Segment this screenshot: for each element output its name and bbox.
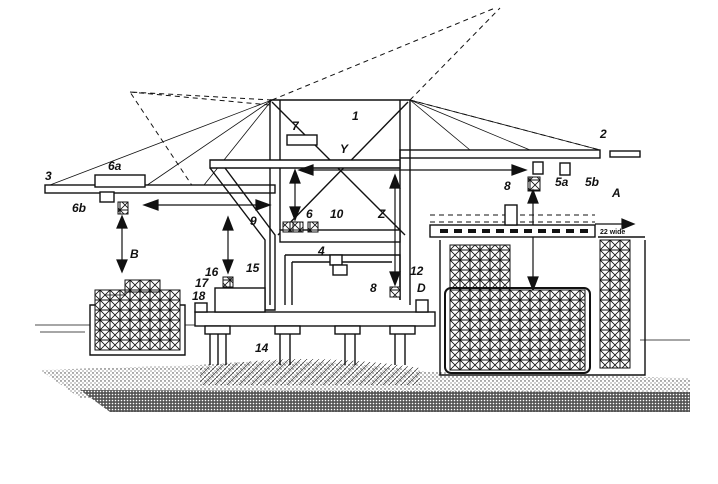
spreader-5a (532, 161, 544, 175)
label-10: 10 (330, 207, 344, 221)
label-17: 17 (195, 276, 210, 290)
label-15: 15 (246, 261, 260, 275)
label-8-top: 8 (504, 179, 511, 193)
container-16 (222, 276, 234, 288)
label-6: 6 (306, 207, 313, 221)
cab-7 (286, 134, 318, 146)
platform-15 (214, 287, 266, 313)
label-14: 14 (255, 341, 269, 355)
stay-cables (49, 99, 601, 191)
ship-A (429, 204, 646, 376)
motion-arrows (116, 164, 636, 292)
label-7: 7 (292, 119, 300, 133)
waterside-boom-2 (399, 149, 601, 159)
landside-boom-3 (44, 184, 276, 194)
barge-B (89, 279, 186, 356)
d-device (415, 299, 429, 313)
label-18: 18 (192, 289, 206, 303)
box-18 (194, 302, 208, 313)
label-Y: Y (340, 142, 349, 156)
water-line (35, 324, 690, 341)
container-8-lower (389, 286, 401, 298)
containers-6 (282, 221, 319, 233)
label-5b: 5b (585, 175, 599, 189)
fill-mound (200, 359, 420, 385)
label-8-lower: 8 (370, 281, 377, 295)
label-D: D (417, 281, 426, 295)
label-A: A (611, 186, 621, 200)
label-3: 3 (45, 169, 52, 183)
label-2: 2 (599, 127, 607, 141)
label-5a: 5a (555, 175, 569, 189)
label-6b: 6b (72, 201, 86, 215)
label-16: 16 (205, 265, 219, 279)
label-B: B (130, 247, 139, 261)
ship-width-note: 22 wide (600, 229, 625, 236)
label-1: 1 (352, 109, 359, 123)
label-6a: 6a (108, 159, 122, 173)
spreader-6a (94, 174, 146, 203)
crane-frame-1 (209, 99, 411, 311)
container-6b (117, 201, 129, 215)
bedrock (80, 390, 690, 412)
gantry-4 (284, 254, 401, 305)
reference-labels: 1 2 3 4 5a 5b 6 6a 6b 7 8 8 9 10 12 14 1… (45, 109, 625, 355)
label-4: 4 (317, 244, 325, 258)
boom-extension (609, 150, 641, 158)
pier-14 (194, 287, 436, 365)
label-Z: Z (377, 207, 386, 221)
label-9: 9 (250, 214, 257, 228)
container-8-top (527, 176, 541, 192)
label-12: 12 (410, 264, 424, 278)
spreader-5b (559, 162, 571, 176)
